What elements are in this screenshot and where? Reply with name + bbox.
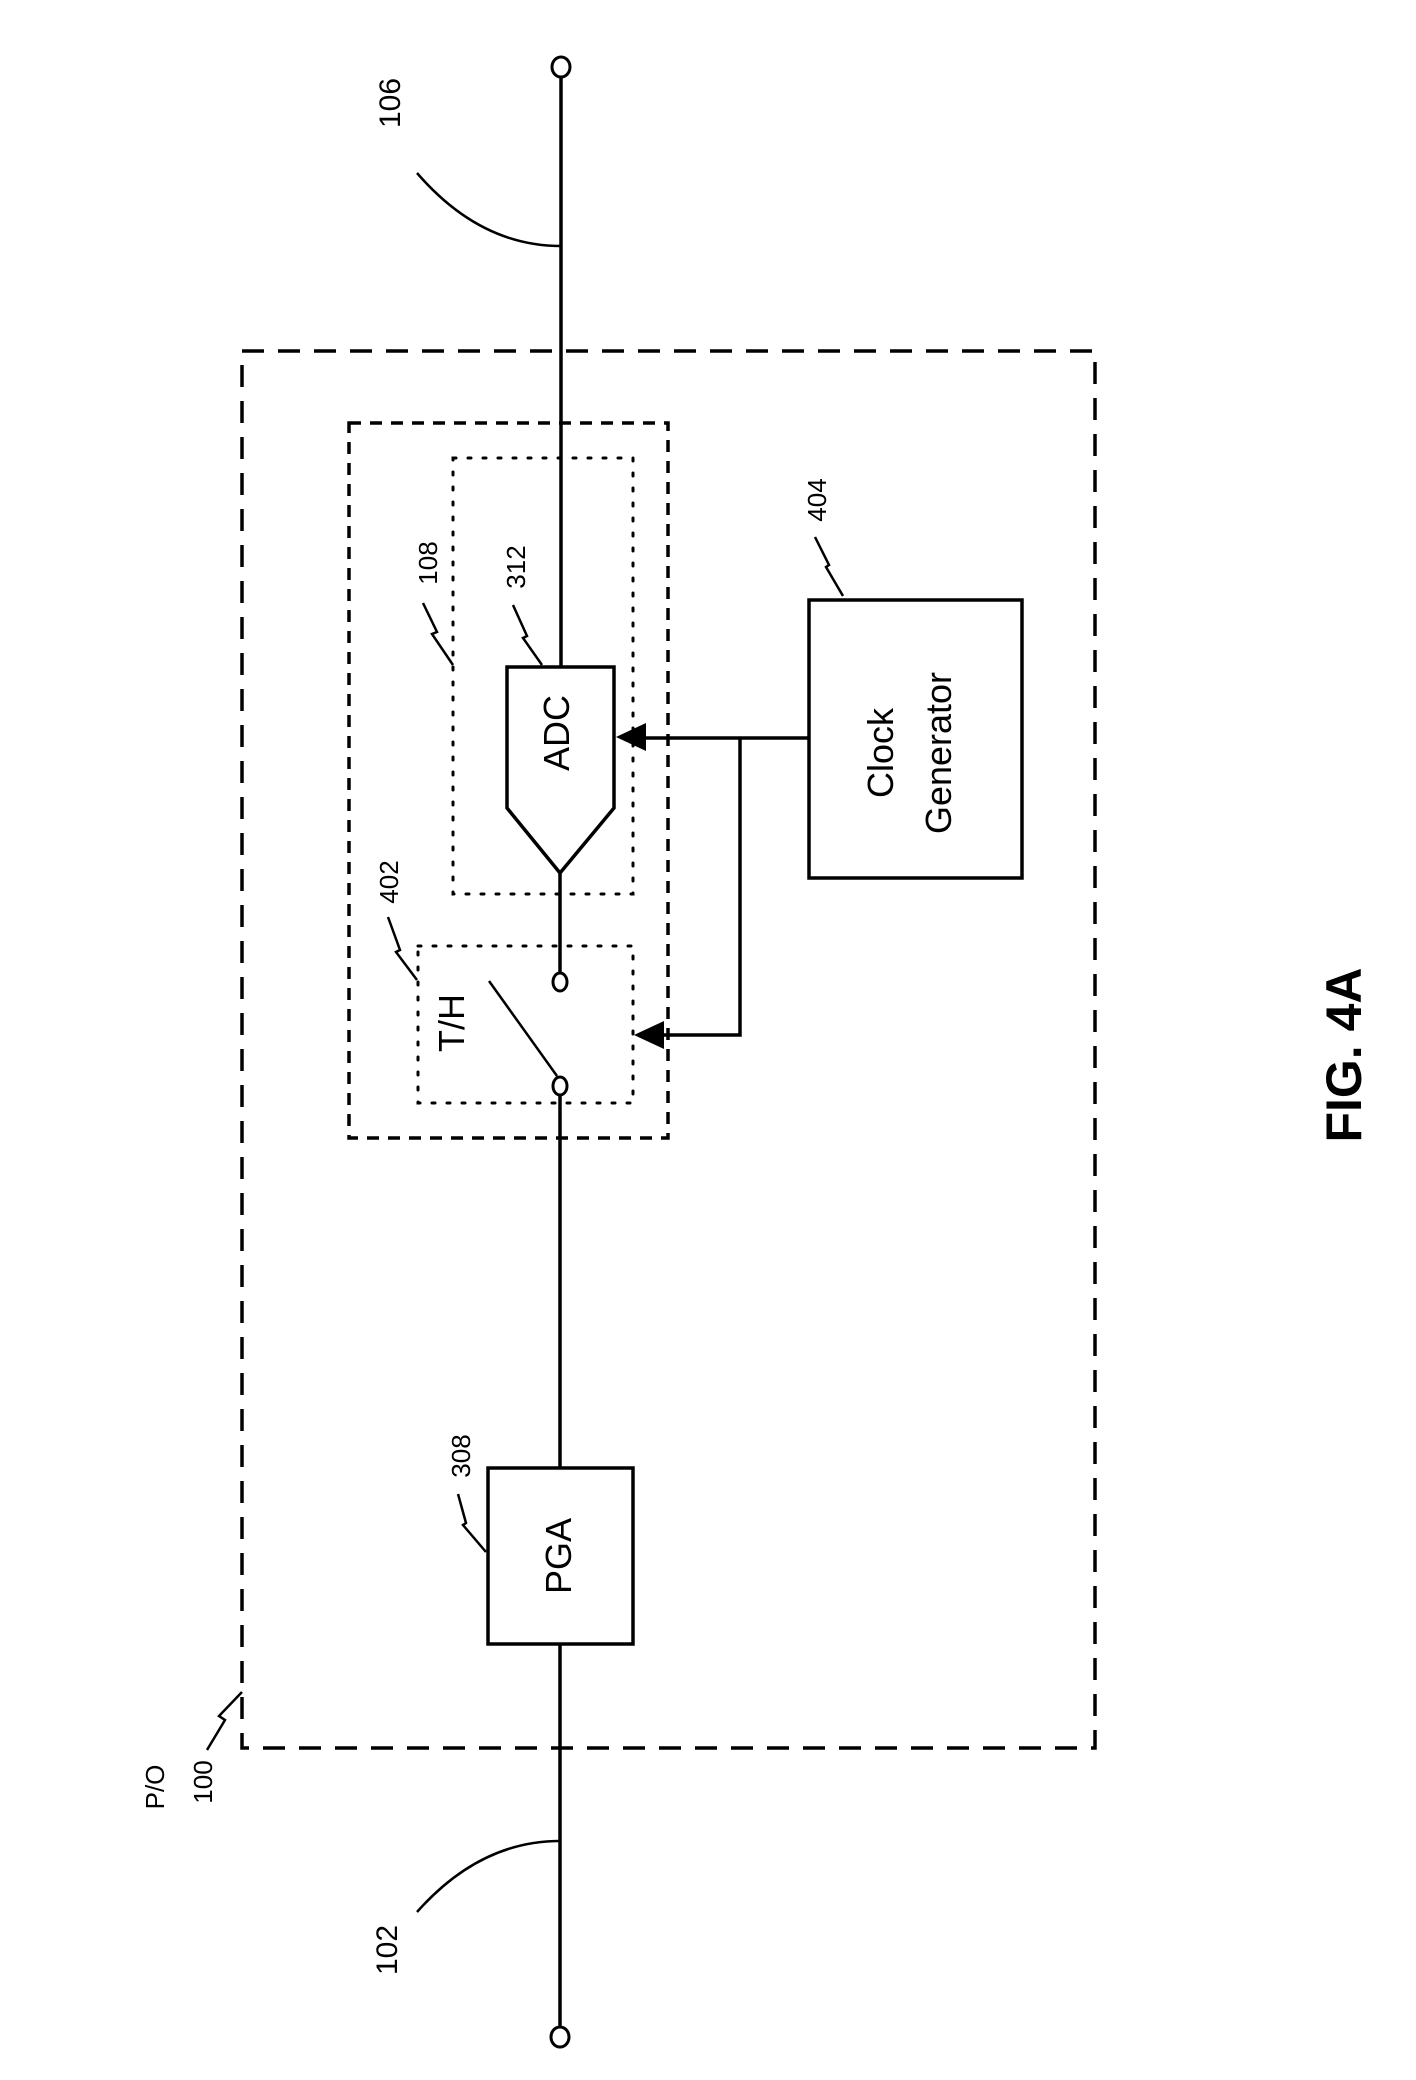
output-terminal [552,57,570,77]
switch-terminal-upper [553,973,567,991]
leader-404 [815,537,843,596]
ref-402: 402 [374,860,404,903]
ref-106: 106 [374,78,407,128]
track-hold-label: T/H [431,994,472,1052]
ref-100: 100 [188,1760,218,1803]
track-hold-switch [489,981,557,1076]
clock-arrow-adc-icon [616,723,646,751]
clock-label-line1: Clock [860,707,901,798]
ref-108: 108 [413,541,443,584]
input-terminal [551,2027,569,2047]
leader-106 [417,173,561,246]
ref-102: 102 [371,1925,404,1975]
leader-108 [423,603,453,665]
switch-terminal-lower [553,1077,567,1095]
leader-402 [388,917,417,980]
clock-line-th [640,738,740,1035]
ref-404: 404 [802,478,832,521]
ref-po: P/O [140,1765,170,1810]
ref-308: 308 [446,1434,476,1477]
leader-102 [417,1841,560,1912]
pga-label: PGA [538,1518,579,1594]
clock-arrow-th-icon [634,1021,664,1049]
figure-title: FIG. 4A [1316,967,1372,1142]
adc-label: ADC [536,695,577,771]
clock-label-line2: Generator [918,672,959,834]
clock-generator-block [809,600,1022,878]
leader-100 [207,1692,242,1750]
ref-312: 312 [501,545,531,588]
leader-308 [458,1494,486,1552]
leader-312 [513,605,542,665]
